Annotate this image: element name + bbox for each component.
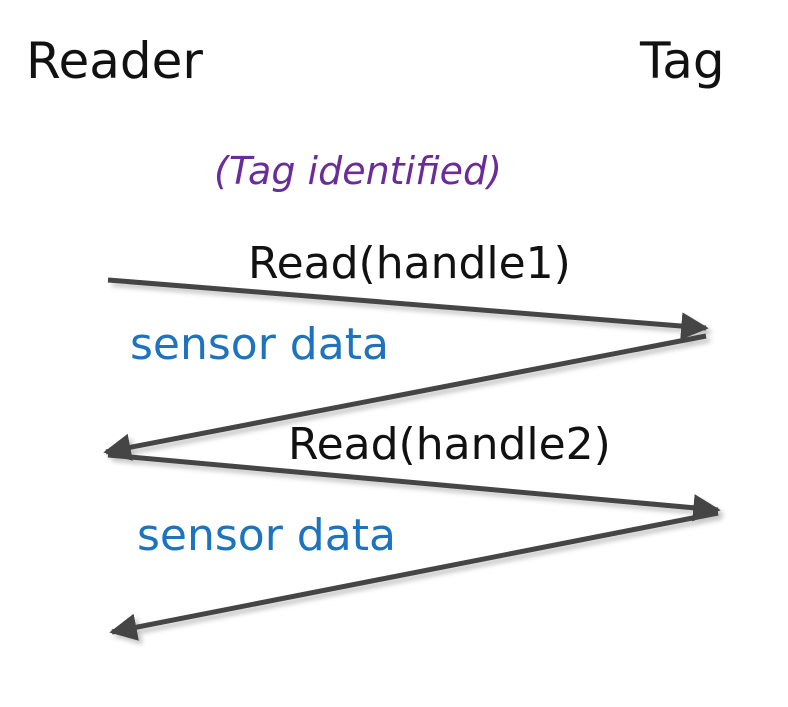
message-arrows [103, 277, 721, 641]
request-arrow-2 [107, 452, 721, 522]
phase-note: (Tag identified) [214, 149, 503, 193]
response-label-2: sensor data [137, 510, 396, 561]
tag-actor-label: Tag [640, 32, 725, 90]
request-label-1: Read(handle1) [248, 238, 571, 289]
response-arrow-2 [109, 510, 719, 641]
request-arrow-1 [107, 277, 709, 340]
reader-actor-label: Reader [26, 32, 203, 90]
response-arrow-1 [103, 333, 707, 461]
response-label-1: sensor data [130, 319, 389, 370]
request-label-2: Read(handle2) [288, 419, 611, 470]
